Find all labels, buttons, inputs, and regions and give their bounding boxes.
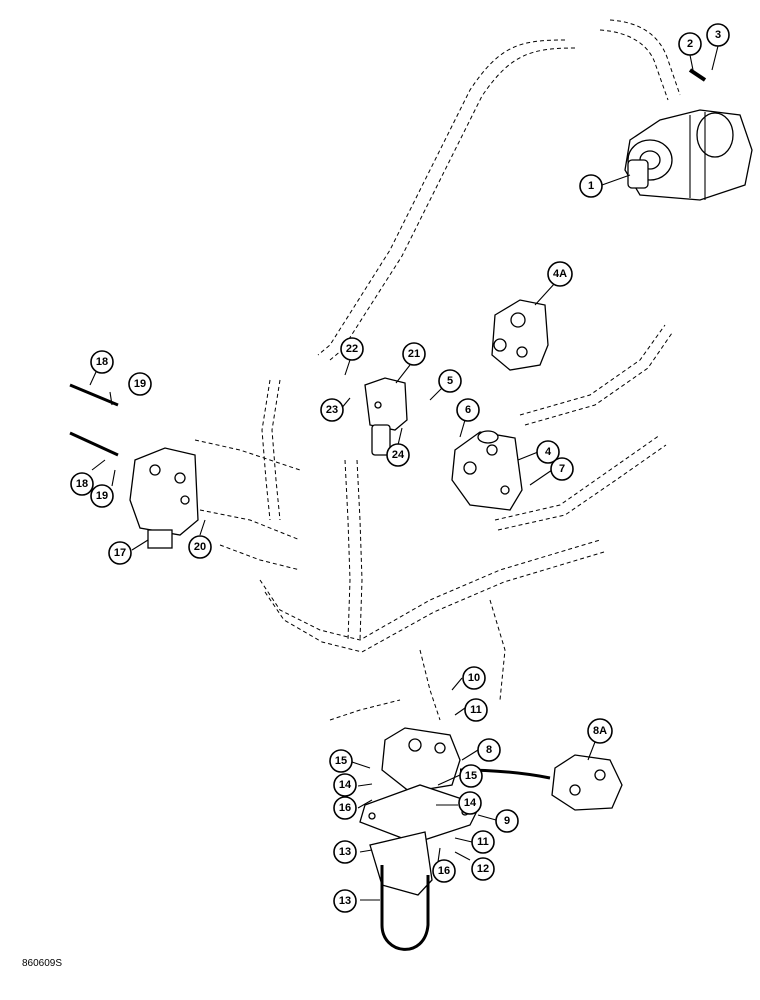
callout-5: 5 [438,369,462,393]
bracket-13 [369,831,433,896]
svg-text:7: 7 [559,463,565,475]
svg-text:14: 14 [464,797,477,809]
svg-text:19: 19 [96,490,108,502]
svg-text:23: 23 [326,404,338,416]
callout-16-bottom: 16 [432,859,456,883]
pump-assembly [624,109,753,201]
svg-text:14: 14 [339,779,352,791]
callout-2: 2 [678,32,702,56]
svg-text:3: 3 [715,29,721,41]
callout-17: 17 [108,541,132,565]
svg-text:20: 20 [194,541,206,553]
callout-1: 1 [579,174,603,198]
callout-8A: 8A [587,718,613,744]
callout-13-bottom: 13 [333,889,357,913]
svg-text:11: 11 [477,836,489,848]
svg-text:10: 10 [468,672,480,684]
svg-text:11: 11 [470,704,482,716]
callout-13-top: 13 [333,840,357,864]
svg-text:15: 15 [465,770,477,782]
svg-text:19: 19 [134,378,146,390]
svg-text:18: 18 [76,478,88,490]
svg-text:16: 16 [438,865,450,877]
svg-text:9: 9 [504,815,510,827]
callout-15-left: 15 [329,749,353,773]
mounting-plate-9 [359,784,481,844]
callout-18-bottom: 18 [70,472,94,496]
svg-text:1: 1 [588,180,594,192]
callout-18-top: 18 [90,350,114,374]
figure-reference-code: 860609S [22,958,63,969]
svg-text:13: 13 [339,846,351,858]
callout-23: 23 [320,398,344,422]
u-bolt-13 [380,865,430,951]
svg-text:6: 6 [465,404,471,416]
svg-text:8A: 8A [593,725,607,737]
svg-text:16: 16 [339,802,351,814]
callout-11-bottom: 11 [471,830,495,854]
valve-4A [491,299,549,371]
callout-3: 3 [706,23,730,47]
callout-9: 9 [495,809,519,833]
svg-text:13: 13 [339,895,351,907]
svg-text:12: 12 [477,863,489,875]
leader-lines [89,45,719,901]
valve-4 [451,430,523,511]
bolt-2 [688,68,707,82]
valve-8A [551,754,623,811]
svg-text:4A: 4A [553,268,567,280]
callout-4: 4 [536,440,560,464]
svg-text:21: 21 [408,348,420,360]
svg-text:4: 4 [545,446,552,458]
svg-text:15: 15 [335,755,347,767]
svg-text:17: 17 [114,547,126,559]
valve-8 [381,727,461,793]
block-21 [364,377,408,456]
callout-11-top: 11 [464,698,488,722]
bolts-18 [69,383,119,457]
svg-text:24: 24 [392,449,405,461]
callout-12: 12 [471,857,495,881]
hydraulic-lines [194,19,681,780]
callout-8: 8 [477,738,501,762]
callout-4A: 4A [547,261,573,287]
svg-text:22: 22 [346,343,358,355]
callout-10: 10 [462,666,486,690]
callout-24: 24 [386,443,410,467]
callout-19-bottom: 19 [90,484,114,508]
callout-16-left: 16 [333,796,357,820]
callout-14-left: 14 [333,773,357,797]
svg-text:5: 5 [447,375,453,387]
svg-text:2: 2 [687,38,693,50]
callout-21: 21 [402,342,426,366]
callout-19-top: 19 [128,372,152,396]
callout-6: 6 [456,398,480,422]
callout-20: 20 [188,535,212,559]
callout-14-right: 14 [458,791,482,815]
svg-text:18: 18 [96,356,108,368]
callout-15-right: 15 [459,764,483,788]
callout-22: 22 [340,337,364,361]
svg-text:8: 8 [486,744,492,756]
callout-7: 7 [550,457,574,481]
control-valve-17 [129,447,199,549]
